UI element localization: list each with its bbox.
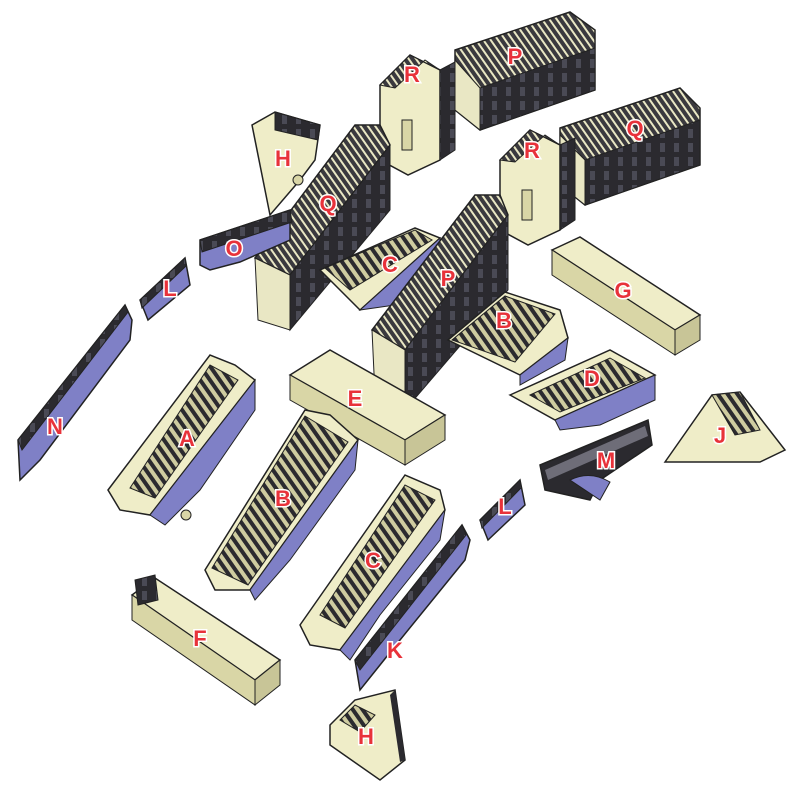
part-j: [663, 391, 787, 463]
label-r-left: R: [404, 62, 420, 87]
part-p-mid: [370, 194, 509, 412]
label-c-top: C: [382, 252, 398, 277]
part-c-bottom: [299, 474, 446, 661]
part-f: [130, 574, 282, 707]
part-m: [539, 418, 653, 501]
label-f: F: [193, 626, 206, 651]
label-o: O: [225, 236, 242, 261]
part-g: [550, 236, 702, 356]
label-q-left: Q: [319, 191, 336, 216]
part-c-top: [318, 227, 442, 312]
part-b-top: [446, 291, 569, 386]
part-r-left: [378, 54, 456, 176]
part-a: [107, 354, 257, 526]
label-b-top: B: [496, 308, 512, 333]
label-j: J: [714, 423, 726, 448]
label-k: K: [387, 638, 403, 663]
label-n: N: [47, 414, 63, 439]
part-h-bottom: [329, 689, 406, 781]
label-d: D: [584, 366, 600, 391]
label-a: A: [179, 426, 195, 451]
label-h-bottom: H: [358, 724, 374, 749]
label-b-bottom: B: [275, 486, 291, 511]
part-k: [354, 523, 471, 692]
part-e: [288, 349, 447, 466]
label-e: E: [348, 386, 363, 411]
label-l-left: L: [163, 276, 176, 301]
part-o: [199, 208, 293, 271]
label-p-top: P: [508, 44, 523, 69]
label-m: M: [597, 448, 615, 473]
label-l-right: L: [498, 494, 511, 519]
part-d: [508, 349, 657, 431]
part-l-right: [479, 478, 526, 542]
part-n: [17, 303, 133, 482]
label-q-right: Q: [626, 116, 643, 141]
part-q-right: [559, 87, 701, 207]
label-p-mid: P: [441, 266, 456, 291]
part-h-top: [251, 111, 321, 217]
label-r-right: R: [524, 138, 540, 163]
part-p-top: [454, 11, 596, 132]
part-l-left: [139, 256, 191, 322]
label-g: G: [614, 278, 631, 303]
label-h-top: H: [275, 146, 291, 171]
part-b-bottom: [204, 409, 360, 601]
part-r-right: [498, 129, 576, 246]
label-c-bottom: C: [365, 548, 381, 573]
